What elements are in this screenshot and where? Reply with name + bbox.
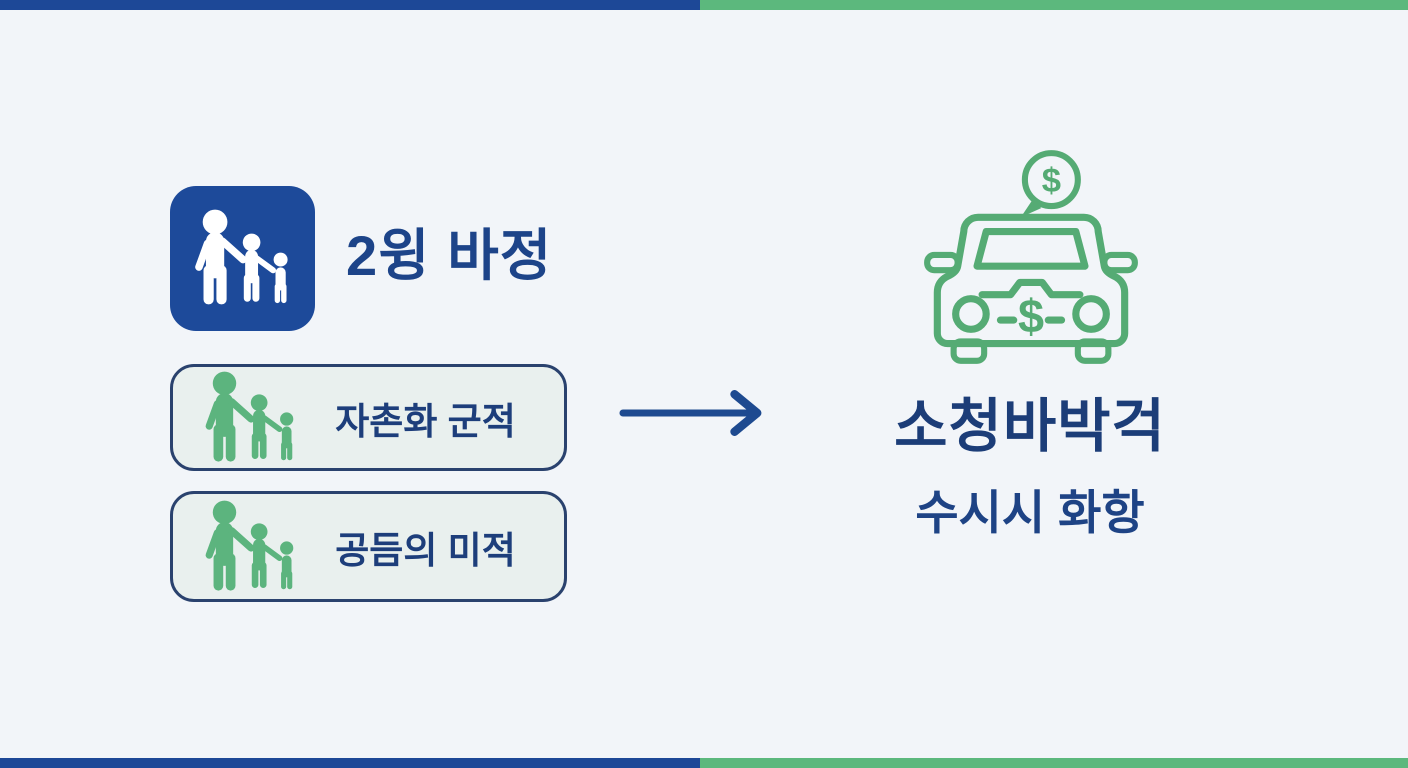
car-with-dollar-icon: $ $ xyxy=(919,148,1143,368)
family-icon xyxy=(187,370,315,466)
top-bar-blue-segment xyxy=(0,0,700,10)
card-label: 공듬의 미적 xyxy=(335,529,516,571)
bottom-bar xyxy=(0,758,1408,768)
card-item: 공듬의 미적 xyxy=(170,491,567,602)
card-label: 자촌화 군적 xyxy=(335,400,516,442)
card-item: 자촌화 군적 xyxy=(170,364,567,471)
family-icon xyxy=(187,208,299,309)
left-section-title: 2윙 바정 xyxy=(346,224,553,287)
top-bar xyxy=(0,0,1408,10)
dollar-speech-bubble-icon xyxy=(1020,150,1081,218)
family-badge xyxy=(170,186,315,331)
family-icon xyxy=(187,499,315,595)
bottom-bar-green-segment xyxy=(700,758,1408,768)
top-bar-green-segment xyxy=(700,0,1408,10)
right-section-subtitle: 수시시 화항 xyxy=(915,486,1145,539)
right-arrow-icon xyxy=(618,389,776,437)
bottom-bar-blue-segment xyxy=(0,758,700,768)
grille-dollar-symbol: $ xyxy=(1018,290,1044,342)
right-section-title: 소청바박걱 xyxy=(894,394,1166,459)
bubble-dollar-symbol: $ xyxy=(1042,162,1061,200)
